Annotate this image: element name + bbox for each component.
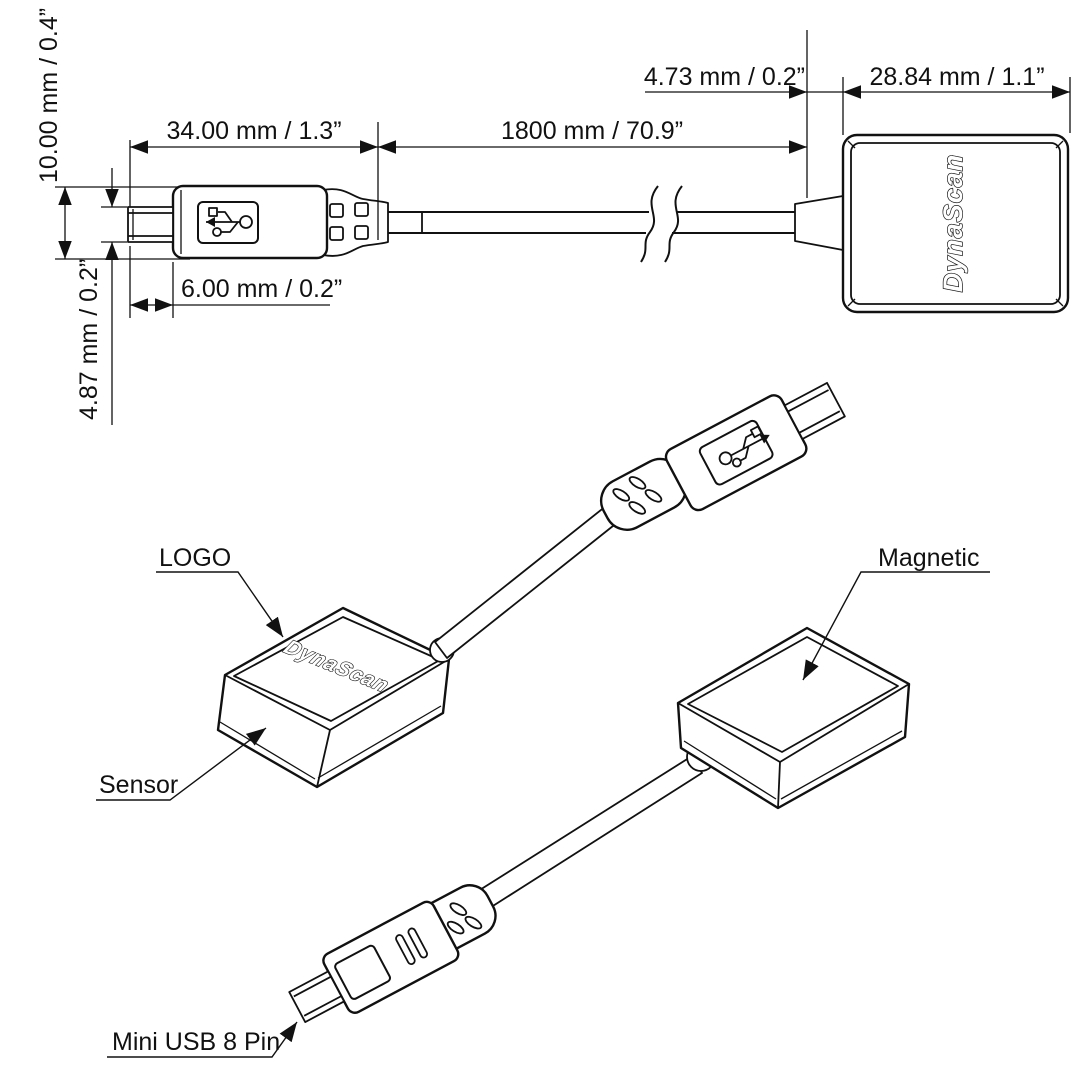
callouts: LOGO Sensor Magnetic Mini USB 8 Pin xyxy=(96,544,990,1058)
conn1-tip-line-top xyxy=(787,389,829,413)
iso-sensor-box-top: DynaScan xyxy=(216,606,451,789)
conn1-trident-arrow xyxy=(759,434,770,444)
box2-face-inner xyxy=(687,636,899,753)
relief2-hole-2 xyxy=(446,920,465,935)
iso-connector1 xyxy=(664,381,846,512)
relief-hole-2 xyxy=(354,202,369,217)
trident-branch-up xyxy=(218,211,233,223)
cable-side-view xyxy=(388,185,795,263)
corner-mark-bl xyxy=(847,298,856,307)
connector-side-view xyxy=(127,184,389,260)
iso-connector1-relief xyxy=(599,457,688,531)
brand-logo-top-view: DynaScan xyxy=(938,154,968,293)
iso-view-bottom xyxy=(288,626,911,1023)
relief-hole-4 xyxy=(354,225,369,240)
sensor-outer xyxy=(841,133,1070,314)
sensor-inner xyxy=(850,142,1061,305)
conn2-tip-line-top xyxy=(303,995,342,1017)
label-logo: LOGO xyxy=(159,544,231,572)
conn1-tip xyxy=(783,381,846,440)
box1-rim-left xyxy=(219,721,316,780)
relief1-hole-1 xyxy=(612,488,631,502)
trident-square xyxy=(208,207,218,217)
label-mini-usb: Mini USB 8 Pin xyxy=(112,1028,280,1056)
usb-logo-plate xyxy=(197,201,259,244)
leader-sensor xyxy=(96,727,267,801)
sensor-neck xyxy=(794,195,844,251)
conn1-trident-branch-down xyxy=(739,445,750,462)
dim-text-connector-height: 10.00 mm / 0.4” xyxy=(35,8,63,183)
trident-circle xyxy=(212,227,222,237)
usb-trident-icon xyxy=(206,207,253,237)
relief1-hole-2 xyxy=(628,476,647,490)
dim-text-tip-length: 6.00 mm / 0.2” xyxy=(181,275,342,303)
box2-rim-right xyxy=(780,730,903,800)
leader-logo xyxy=(156,571,284,638)
box2-rim-left xyxy=(683,740,777,800)
label-magnetic: Magnetic xyxy=(878,544,979,572)
conn1-trident-shaft xyxy=(730,437,764,457)
iso-sensor-box-bottom xyxy=(676,626,911,810)
connector-body xyxy=(171,184,329,260)
dim-text-neck-length: 4.73 mm / 0.2” xyxy=(644,63,805,91)
relief1-hole-3 xyxy=(628,501,647,515)
box1-silhouette xyxy=(216,606,451,789)
conn2-tip xyxy=(288,970,345,1023)
iso-view-top: DynaScan xyxy=(216,381,846,789)
dimensions: 10.00 mm / 0.4” 4.87 mm / 0.2” 34.00 mm … xyxy=(35,8,1071,425)
sensor-top-view: DynaScan xyxy=(794,133,1070,314)
relief-hole-1 xyxy=(329,203,344,218)
dim-text-cable-length: 1800 mm / 70.9” xyxy=(501,117,683,145)
conn2-tip-line-bottom xyxy=(293,975,332,998)
relief2-hole-3 xyxy=(449,902,468,916)
leader-magnetic xyxy=(802,571,990,681)
corner-mark-tl xyxy=(847,140,856,149)
box2-near-vertical-edge xyxy=(777,761,781,809)
dim-text-sensor-width: 28.84 mm / 1.1” xyxy=(869,63,1044,91)
break-symbol-right xyxy=(664,185,683,263)
conn2-slot-1 xyxy=(395,934,416,965)
relief-hole-3 xyxy=(329,226,344,241)
relief2-hole-1 xyxy=(464,915,483,930)
leader-mini-usb xyxy=(107,1021,298,1058)
box1-rim-right xyxy=(317,705,442,779)
ortho-view: DynaScan 10.00 mm / 0.4” 4.87 mm / 0.2” … xyxy=(35,8,1071,425)
corner-mark-br xyxy=(1055,298,1064,307)
iso-cable-2 xyxy=(474,755,703,912)
conn1-tip-line-bottom xyxy=(798,410,841,434)
corner-mark-tr xyxy=(1055,140,1064,149)
conn1-trident-square xyxy=(749,425,763,439)
conn1-trident-circle xyxy=(731,457,742,468)
dim-text-tip-height: 4.87 mm / 0.2” xyxy=(75,259,103,420)
trident-arrow xyxy=(206,217,215,227)
box2-silhouette xyxy=(676,626,911,810)
trident-branch-down xyxy=(221,221,239,233)
conn2-window xyxy=(334,944,391,1000)
relief1-hole-4 xyxy=(644,489,663,503)
conn1-trident-branch-up xyxy=(742,433,753,450)
iso-connector2 xyxy=(288,900,460,1023)
conn1-usb-trident-icon xyxy=(718,425,770,468)
break-symbol-left xyxy=(640,185,659,263)
dim-text-connector-length: 34.00 mm / 1.3” xyxy=(166,117,341,145)
label-sensor: Sensor xyxy=(99,771,178,799)
iso-cable-1 xyxy=(434,501,624,659)
conn2-slot-2 xyxy=(407,927,429,959)
